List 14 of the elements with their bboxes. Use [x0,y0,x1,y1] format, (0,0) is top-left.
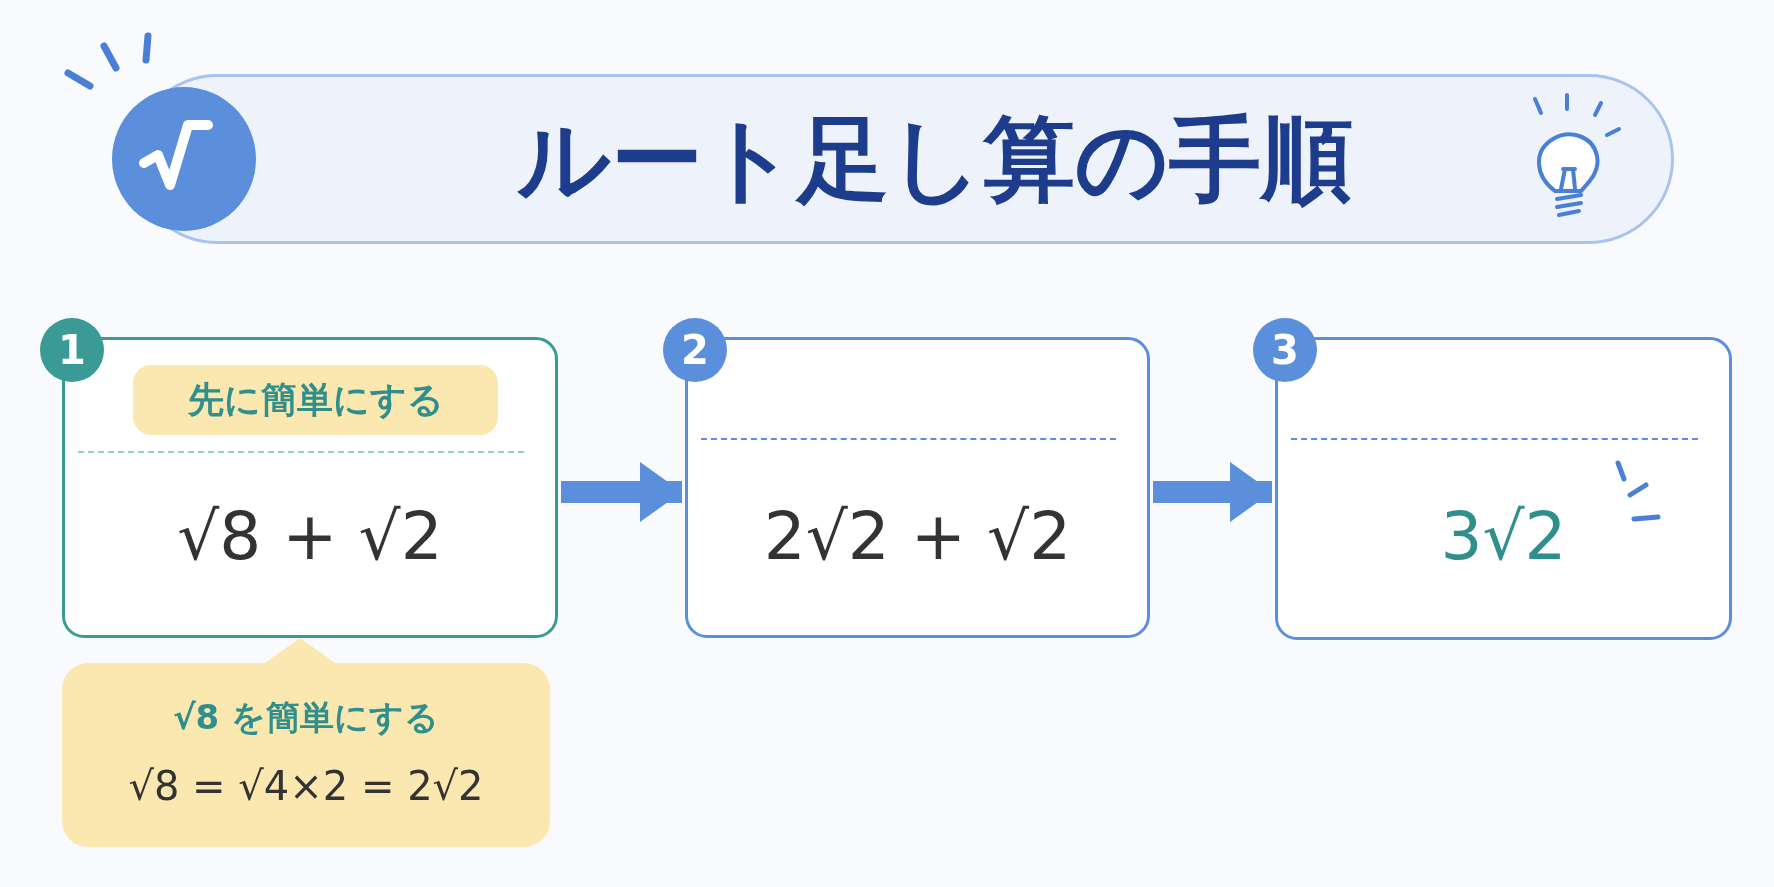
step-number: 3 [1253,318,1317,382]
callout-pointer [265,638,335,663]
step-number: 1 [40,318,104,382]
math-expression: 2√2 + √2 [762,497,1073,577]
hint-label: 先に簡単にする [133,365,498,435]
callout-heading: √8 を簡単にする [171,696,441,739]
arrow [561,462,682,522]
arrow [1153,462,1272,522]
math-expression: 3√2 [1439,497,1568,577]
math-expression: √8 = √4×2 = 2√2 [127,763,485,809]
callout-bubble [62,663,550,847]
math-expression: √8 + √2 [176,497,444,577]
title-text: ルート足し算の手順 [516,105,1354,215]
step-number: 2 [663,318,727,382]
